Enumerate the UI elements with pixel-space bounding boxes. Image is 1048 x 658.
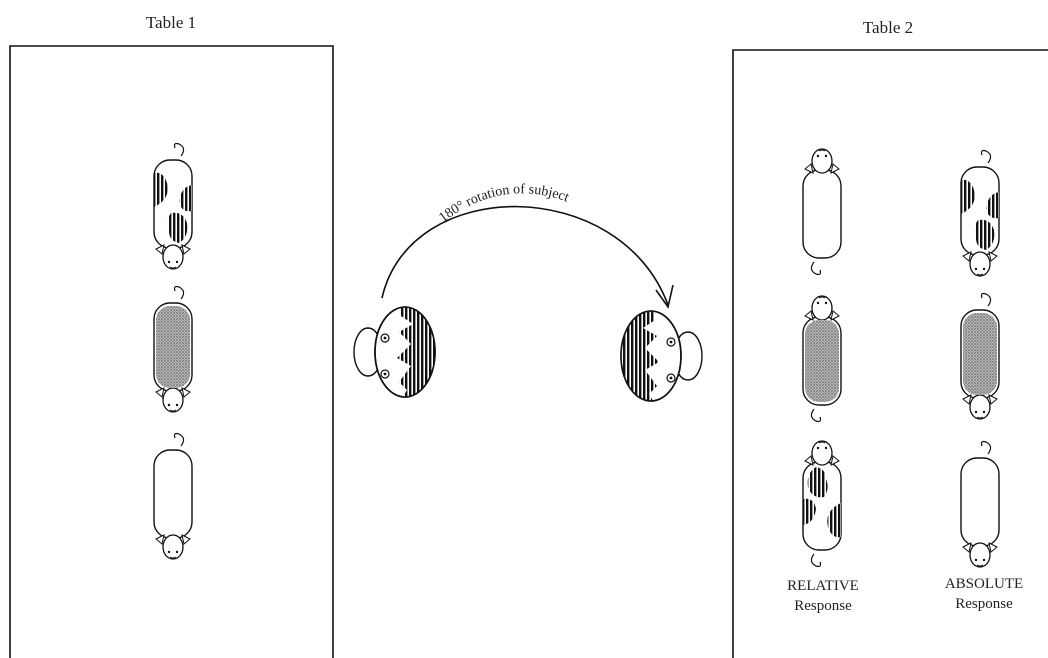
relative-label: RELATIVE bbox=[787, 578, 859, 594]
table1-spotted-animal bbox=[154, 144, 192, 270]
absolute-sublabel: Response bbox=[955, 596, 1013, 612]
absolute-label: ABSOLUTE bbox=[945, 576, 1023, 592]
relative-white-animal bbox=[803, 149, 841, 275]
rotation-arrow bbox=[382, 207, 673, 307]
table1-title: Table 1 bbox=[146, 13, 196, 32]
relative-gray-animal bbox=[803, 296, 841, 422]
absolute-spotted-animal bbox=[961, 151, 999, 277]
table2-box bbox=[733, 50, 1048, 658]
relative-sublabel: Response bbox=[794, 598, 852, 614]
absolute-white-animal bbox=[961, 442, 999, 568]
absolute-gray-animal bbox=[961, 294, 999, 420]
subject-head-before bbox=[354, 304, 439, 400]
rotation-label: 180° rotation of subject bbox=[436, 182, 570, 226]
table2-title: Table 2 bbox=[863, 18, 913, 37]
table1-white-animal bbox=[154, 434, 192, 560]
subject-head-after bbox=[617, 308, 702, 404]
table1-gray-animal bbox=[154, 287, 192, 413]
relative-spotted-animal bbox=[803, 441, 841, 567]
